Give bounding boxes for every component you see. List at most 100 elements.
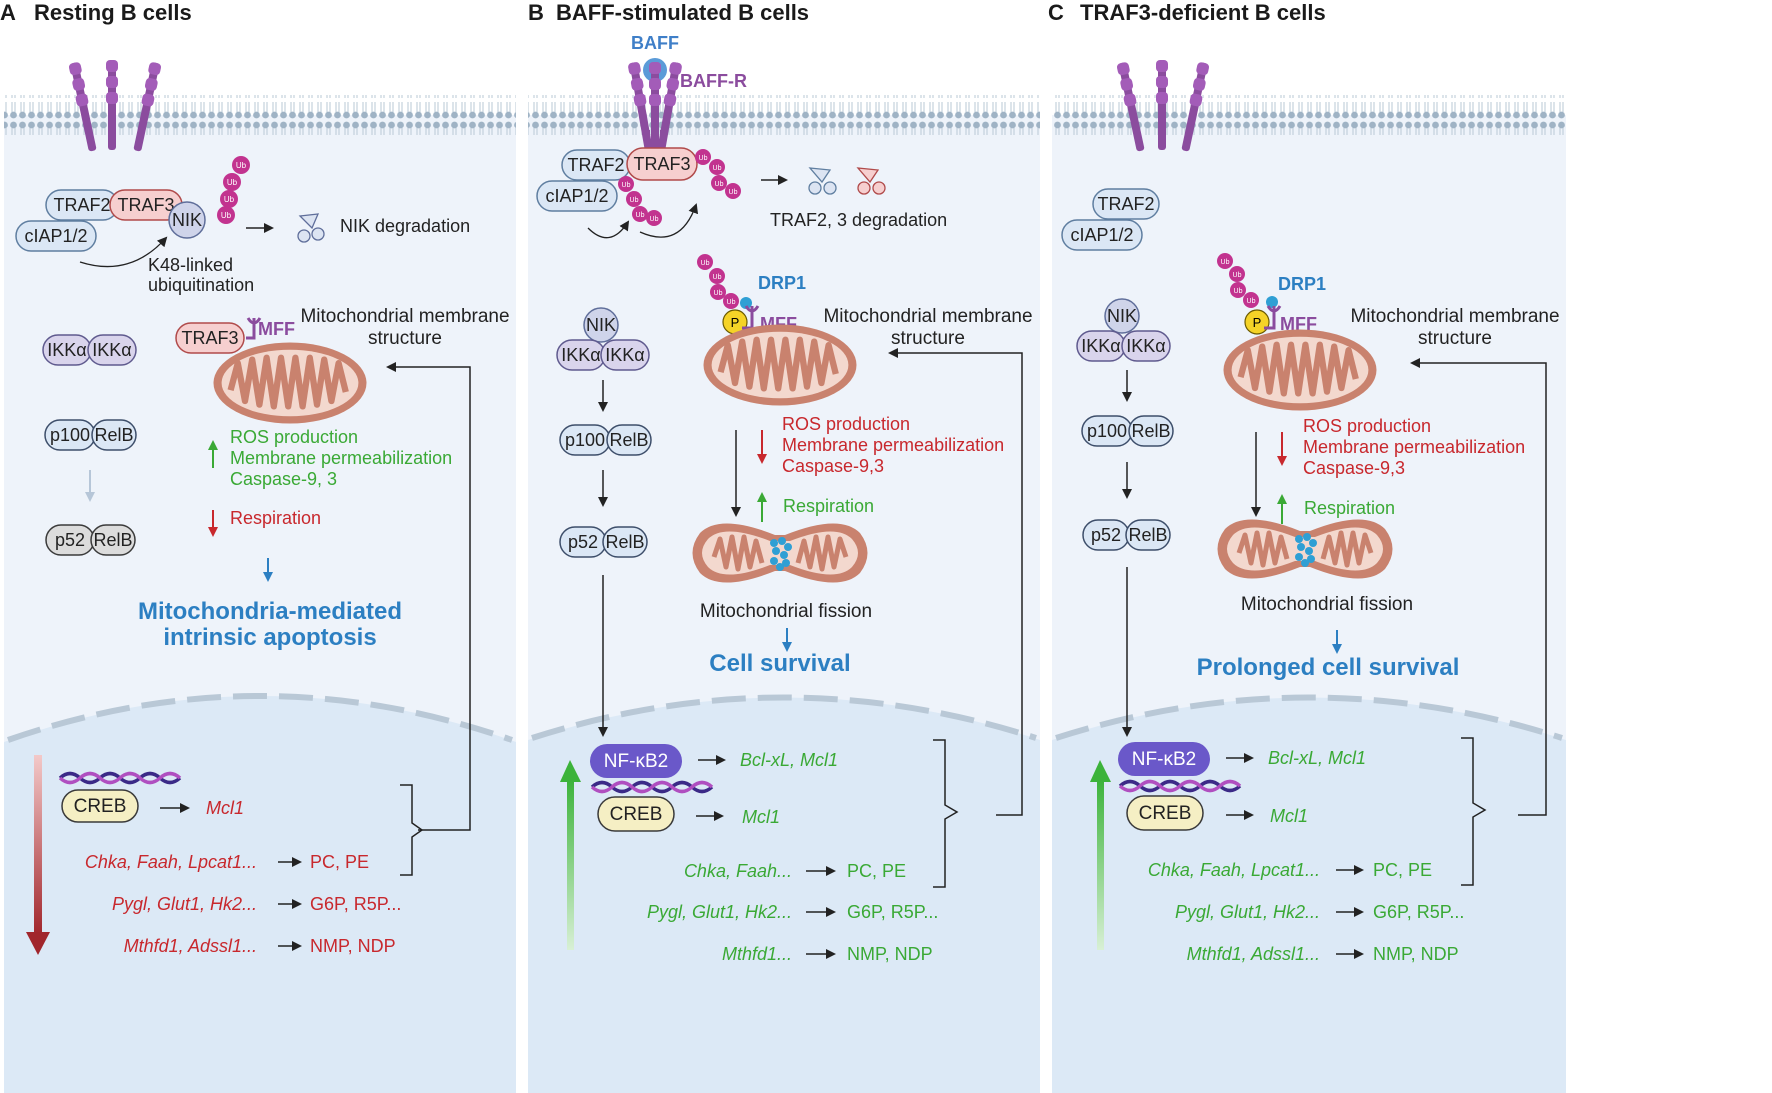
- mitochondrion-c: [1224, 330, 1377, 411]
- svg-text:Ub: Ub: [713, 274, 722, 281]
- nucleus-a: [4, 696, 516, 1093]
- k48-label-line2: ubiquitination: [148, 275, 254, 295]
- svg-text:Ub: Ub: [221, 211, 232, 220]
- effect-up-b-0: Respiration: [783, 496, 874, 516]
- gene-row-b-2-genes: Mthfd1...: [722, 944, 792, 964]
- effect-up-c-0: Respiration: [1304, 498, 1395, 518]
- nuclear-envelope-c: [1055, 694, 1563, 741]
- svg-text:p52: p52: [1091, 525, 1121, 545]
- gene-row-a-2-genes: Mthfd1, Adssl1...: [124, 936, 257, 956]
- creb-b: [597, 796, 675, 832]
- feedback-arrow-c: [1410, 358, 1547, 816]
- mito-structure-line1-b: Mitochondrial membrane: [823, 306, 1032, 327]
- traf3-label-a: TRAF3: [117, 195, 174, 215]
- svg-text:NF-κB2: NF-κB2: [604, 751, 668, 772]
- bracket-b: [933, 739, 959, 888]
- effect-down-c-2: Caspase-9,3: [1303, 458, 1405, 478]
- svg-text:NIK: NIK: [1107, 306, 1137, 326]
- panel-title-a: Resting B cells: [34, 0, 192, 25]
- mff-label-c: MFF: [1280, 314, 1317, 334]
- baffr-label: BAFF-R: [680, 71, 747, 91]
- traf-complex-a: TRAF2 TRAF3 cIAP1/2 NIK: [15, 189, 206, 252]
- svg-text:CREB: CREB: [74, 796, 127, 817]
- svg-text:MFF: MFF: [258, 319, 295, 339]
- svg-text:CREB: CREB: [1139, 803, 1192, 824]
- downregulation-arrow-a: [34, 755, 42, 935]
- p52-relb-a: p52 RelB: [45, 524, 136, 556]
- panel-letter-b: B: [528, 0, 544, 25]
- svg-text:Ub: Ub: [727, 299, 736, 306]
- svg-text:IKKα: IKKα: [1126, 336, 1165, 356]
- svg-text:Ub: Ub: [701, 260, 710, 267]
- svg-text:Ub: Ub: [729, 189, 738, 196]
- svg-text:Ub: Ub: [1247, 298, 1256, 305]
- downregulation-arrowhead-a: [26, 932, 50, 955]
- svg-text:Ub: Ub: [227, 178, 238, 187]
- svg-text:p52: p52: [55, 530, 85, 550]
- feedback-arrow-a: [386, 362, 471, 831]
- membrane-b: [528, 95, 1040, 135]
- ubiquitin-drp1-b: Ub Ub Ub Ub P: [697, 254, 760, 335]
- traf-complex-b: TRAF2 TRAF3 cIAP1/2: [536, 147, 698, 212]
- baff-receptor-b: [627, 58, 683, 160]
- nik-degradation-label: NIK degradation: [340, 216, 470, 236]
- svg-text:RelB: RelB: [605, 532, 644, 552]
- svg-text:NF-κB2: NF-κB2: [1132, 749, 1196, 770]
- svg-text:Ub: Ub: [630, 197, 639, 204]
- outcome-c: Prolonged cell survival: [1197, 654, 1460, 681]
- outcome-line2-a: intrinsic apoptosis: [163, 624, 376, 651]
- ubiquitin-chain-a: Ub Ub Ub Ub: [217, 156, 250, 224]
- mito-structure-line2-b: structure: [891, 328, 965, 349]
- gene-row-c-1-product: G6P, R5P...: [1373, 902, 1464, 922]
- degraded-fragments-icon-b: [808, 167, 886, 195]
- svg-text:IKKα: IKKα: [561, 345, 600, 365]
- bracket-a: [400, 784, 424, 876]
- gene-row-b-1-genes: Pygl, Glut1, Hk2...: [647, 902, 792, 922]
- p100-relb-a: p100 RelB: [44, 419, 137, 451]
- drp1-label-c: DRP1: [1278, 274, 1326, 294]
- ubiquitination-arrow-b2: [639, 203, 699, 238]
- gene-row-a-1-product: G6P, R5P...: [310, 894, 401, 914]
- nik-ikk-b: NIK IKKα IKKα: [556, 307, 650, 371]
- effect-down-c-0: ROS production: [1303, 416, 1431, 436]
- upregulation-arrowhead-b: [560, 760, 581, 782]
- bracket-c: [1461, 737, 1487, 886]
- panel-letter-c: C: [1048, 0, 1064, 25]
- panel-title-b: BAFF-stimulated B cells: [556, 0, 809, 25]
- svg-text:Ub: Ub: [714, 290, 723, 297]
- upregulation-arrow-c: [1097, 780, 1104, 950]
- gene-row-c-1-genes: Pygl, Glut1, Hk2...: [1175, 902, 1320, 922]
- panel-title-c: TRAF3-deficient B cells: [1080, 0, 1326, 25]
- creb-a: [61, 789, 139, 823]
- outcome-b: Cell survival: [709, 650, 850, 677]
- effect-up-a-1: Membrane permeabilization: [230, 448, 452, 468]
- svg-text:RelB: RelB: [93, 530, 132, 550]
- svg-text:p100: p100: [1087, 421, 1127, 441]
- svg-text:p52: p52: [568, 532, 598, 552]
- ubiquitin-drp1-c: Ub Ub Ub Ub P: [1217, 253, 1282, 335]
- gene-row-c-0-genes: Chka, Faah, Lpcat1...: [1148, 860, 1320, 880]
- svg-text:TRAF3: TRAF3: [633, 154, 690, 174]
- panel-b: B BAFF-stimulated B cells BAFF BAFF-R TR…: [528, 0, 1040, 1093]
- gene-row-b-2-product: NMP, NDP: [847, 944, 933, 964]
- svg-text:TRAF2: TRAF2: [567, 155, 624, 175]
- feedback-arrow-b: [888, 348, 1023, 816]
- traf2-label-a: TRAF2: [53, 195, 110, 215]
- effect-down-b-1: Membrane permeabilization: [782, 435, 1004, 455]
- degraded-fragments-icon: [297, 213, 325, 243]
- nuclear-envelope-a: [7, 693, 513, 743]
- creb-c: [1126, 795, 1204, 831]
- gene-row-a-2-product: NMP, NDP: [310, 936, 396, 956]
- ubiquitin-chain-b: Ub Ub Ub Ub Ub Ub Ub Ub: [618, 149, 741, 226]
- svg-text:Ub: Ub: [636, 212, 645, 219]
- traf2-c: [1092, 188, 1160, 220]
- nfkb2-targets-b: Bcl-xL, Mcl1: [740, 750, 838, 770]
- gene-row-a-0-product: PC, PE: [310, 852, 369, 872]
- gene-row-b-1-product: G6P, R5P...: [847, 902, 938, 922]
- svg-text:Ub: Ub: [622, 182, 631, 189]
- ciap-label-a: cIAP1/2: [24, 226, 87, 246]
- svg-text:p100: p100: [565, 430, 605, 450]
- effect-up-a-2: Caspase-9, 3: [230, 469, 337, 489]
- svg-text:Ub: Ub: [1221, 259, 1230, 266]
